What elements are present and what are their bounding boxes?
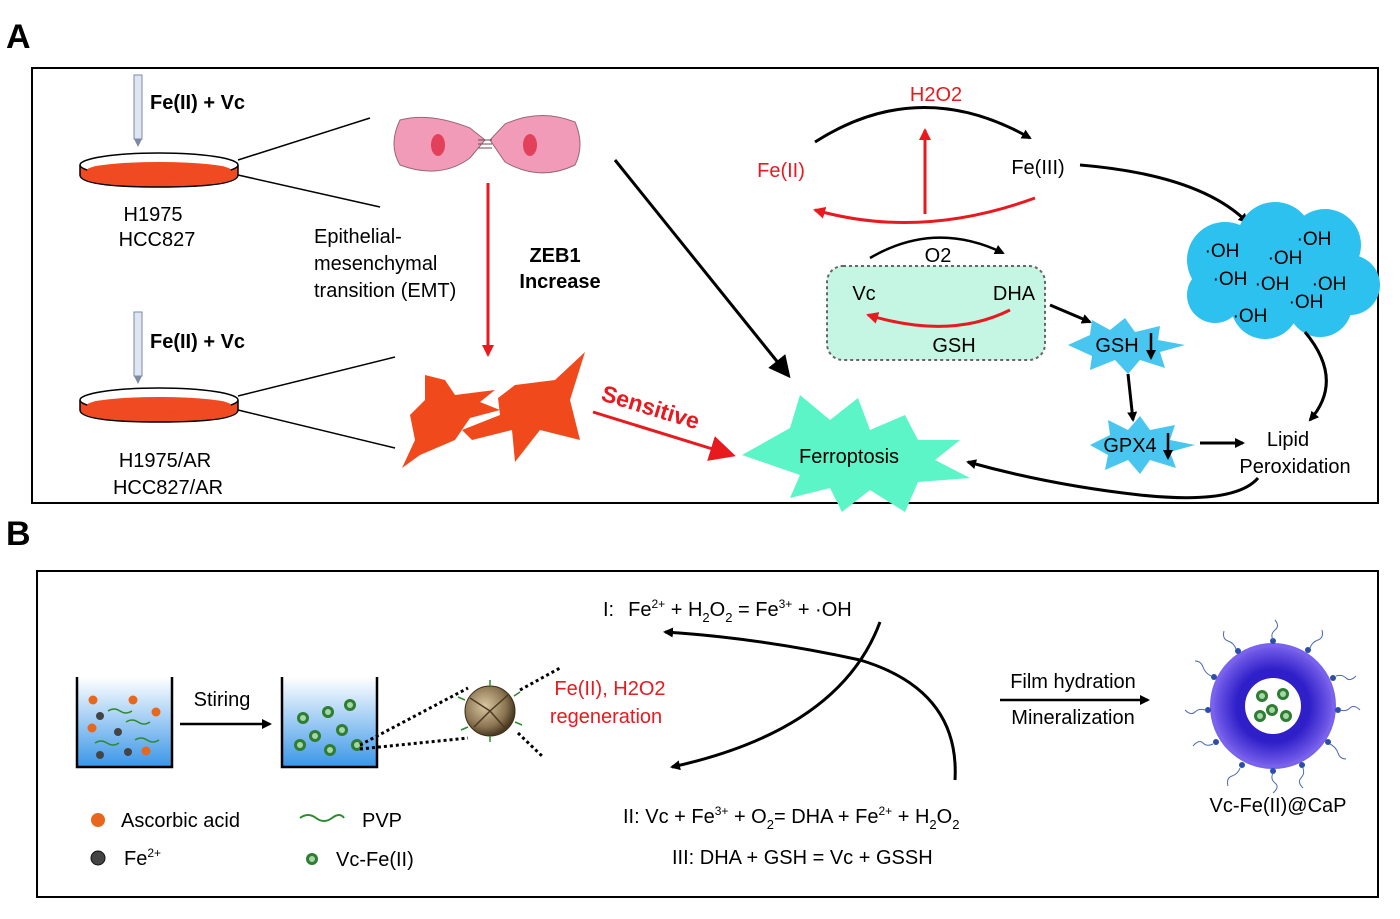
eq2-to-eq1-arrow (663, 627, 957, 781)
sensitive-label: Sensitive (599, 380, 703, 434)
beaker-2-icon (280, 677, 379, 769)
regen-label-2: regeneration (550, 706, 662, 728)
fe3-to-fe2-arrow (813, 196, 1036, 224)
nanoparticle-icon (457, 680, 523, 742)
oh-label-2: ·OH (1297, 229, 1332, 250)
dha-to-gsh-arrow (1049, 303, 1092, 324)
oh-label-6: ·OH (1312, 274, 1347, 295)
vc-fe-legend-label: Vc-Fe(II) (336, 849, 414, 871)
pipette-top-icon (133, 74, 143, 147)
fe2-to-fe3-arrow (814, 106, 1032, 144)
gpx4-badge-label: GPX4 (1103, 435, 1156, 457)
epithelial-cells-icon (393, 114, 581, 174)
dish-bottom-label: Fe(II) + Vc (150, 331, 245, 353)
zeb1-label-2: Increase (519, 271, 600, 293)
oh-to-lipid-arrow (1303, 331, 1328, 422)
dish-bottom-icon (79, 387, 239, 423)
oh-label-7: ·OH (1289, 292, 1324, 313)
dish-top-cell-2: HCC827 (119, 229, 196, 251)
ferroptosis-burst (742, 395, 970, 512)
dish-bottom-cell-1: H1975/AR (119, 450, 211, 472)
panel-b-label: B (6, 515, 31, 553)
zeb1-label-1: ZEB1 (529, 245, 580, 267)
product-label: Vc-Fe(II)@CaP (1210, 795, 1347, 817)
lipid-label-1: Lipid (1267, 429, 1309, 451)
equation-3: III: DHA + GSH = Vc + GSSH (672, 847, 933, 869)
o2-label: O2 (925, 245, 952, 267)
hydroxyl-cloud (1187, 202, 1380, 339)
fe2-label: Fe(II) (757, 160, 805, 182)
dish-top-label: Fe(II) + Vc (150, 92, 245, 114)
dha-to-vc-arrow (866, 308, 1011, 328)
oh-label-1: ·OH (1205, 241, 1240, 262)
fe3-to-oh-arrow (1079, 163, 1249, 224)
oh-label-3: ·OH (1268, 248, 1303, 269)
dish-bottom-cell-2: HCC827/AR (113, 477, 223, 499)
mineralization-label: Mineralization (1011, 707, 1134, 729)
vc-fe-legend-icon (306, 853, 318, 865)
film-hydration-label: Film hydration (1010, 671, 1136, 693)
ferroptosis-label: Ferroptosis (799, 446, 899, 468)
dish-top-cell-1: H1975 (124, 204, 183, 226)
gsh-badge (1068, 318, 1185, 374)
beaker-1-icon (75, 677, 174, 769)
equation-1: I:Fe2+ + H2O2 = Fe3+ + ·OH (603, 597, 852, 625)
emt-label-1: Epithelial- (314, 226, 402, 248)
sensitive-arrow (592, 410, 736, 461)
equation-2: II: Vc + Fe3+ + O2= DHA + Fe2+ + H2O2 (623, 804, 959, 832)
dha-label: DHA (993, 283, 1036, 305)
pvp-legend-icon (299, 814, 345, 822)
redox-box (826, 265, 1046, 361)
h2o2-label: H2O2 (910, 84, 962, 106)
eq1-to-eq2-arrow (670, 621, 882, 771)
mesenchymal-cells-icon (402, 352, 585, 468)
lipid-to-ferroptosis-arrow (966, 459, 1260, 500)
gsh-to-gpx4-arrow (1126, 373, 1138, 422)
panel-b-frame (36, 570, 1379, 898)
emt-label-3: transition (EMT) (314, 280, 456, 302)
panel-a-label: A (6, 18, 31, 56)
oh-label-8: ·OH (1233, 306, 1268, 327)
regen-label-1: Fe(II), H2O2 (554, 678, 665, 700)
fe2-legend-label: Fe2+ (124, 846, 161, 870)
oh-label-4: ·OH (1213, 269, 1248, 290)
pvp-legend-label: PVP (362, 810, 402, 832)
panel-a-frame (31, 67, 1379, 504)
ascorbic-acid-legend-label: Ascorbic acid (121, 810, 240, 832)
o2-arrow (869, 236, 1005, 260)
dish-top-icon (79, 152, 239, 188)
gsh-badge-label: GSH (1095, 335, 1138, 357)
emt-label-2: mesenchymal (314, 253, 437, 275)
epithelial-to-ferroptosis-arrow (613, 159, 791, 379)
pipette-bottom-icon (133, 311, 143, 384)
fe2-legend-icon (90, 850, 106, 866)
lipid-label-2: Peroxidation (1239, 456, 1350, 478)
ascorbic-acid-legend-icon (91, 813, 105, 827)
stiring-label: Stiring (194, 689, 251, 711)
vc-label: Vc (852, 283, 875, 305)
liposome-icon (1184, 619, 1361, 794)
fe3-label: Fe(III) (1011, 157, 1064, 179)
oh-label-5: ·OH (1255, 274, 1290, 295)
gsh-inner-label: GSH (932, 335, 975, 357)
